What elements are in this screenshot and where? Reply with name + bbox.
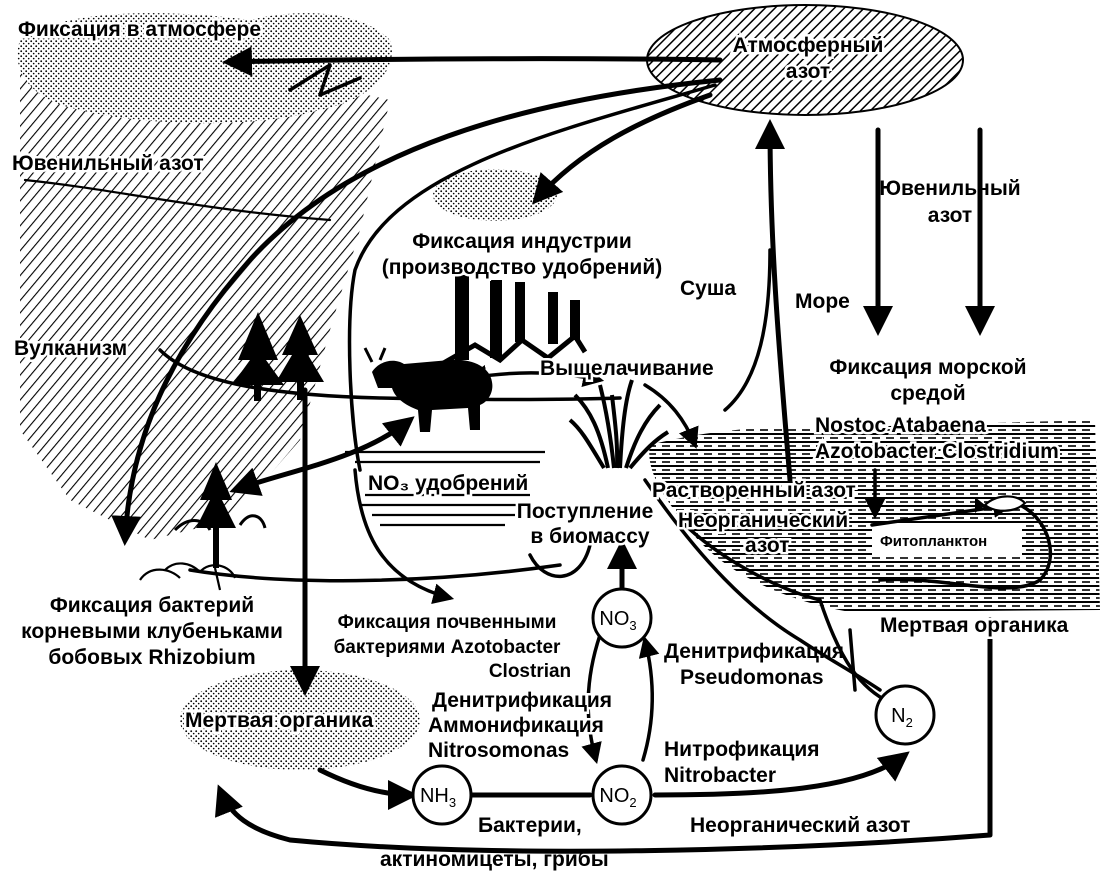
volcano-slope [20, 66, 390, 540]
label-land: Суша [680, 277, 736, 300]
label-dead-organic-land: Мертвая органика [185, 709, 374, 732]
label-industry-fixation-1: Фиксация индустрии [412, 230, 632, 253]
label-ammonification: Аммонификация [428, 714, 604, 737]
no2-node: NO2 [591, 764, 653, 826]
label-soil-bacteria-1: Фиксация почвенными [338, 612, 557, 633]
label-volcanism: Вулканизм [14, 337, 127, 360]
label-no3-fertilizer: NO₃ удобрений [368, 472, 528, 495]
n2-node: N2 [874, 684, 936, 746]
label-sea: Море [795, 290, 850, 313]
nh3-node: NH3 [411, 764, 473, 826]
label-inorganic-nitrogen-bottom: Неорганический азот [690, 814, 910, 837]
no3-node: NO3 [591, 587, 653, 649]
label-soil-bacteria-2: бактериями Azotobacter [334, 637, 561, 658]
label-fixation-atmosphere: Фиксация в атмосфере [18, 18, 261, 41]
label-bacteria-fixation-2: корневыми клубеньками [21, 620, 283, 643]
phytoplankton-box [872, 525, 1022, 557]
label-biomass-intake-2: в биомассу [530, 525, 649, 548]
grass-icon [568, 379, 670, 470]
label-bacteria-fungi-1: Бактерии, [478, 814, 582, 837]
tree-icon [232, 312, 324, 401]
label-juvenile-nitrogen-right-1: Ювенильный [879, 177, 1020, 200]
label-nitrification-2: Nitrobacter [664, 764, 776, 787]
label-phytoplankton: Фитопланктон [880, 533, 987, 550]
svg-text:NO3: NO3 [599, 608, 636, 633]
label-denitrification-right-1: Денитрификация [664, 640, 844, 663]
dead-organic-land-blob [180, 670, 420, 770]
label-marine-fixation-1: Фиксация морской [829, 356, 1026, 379]
roots-icon [139, 562, 237, 591]
label-industry-fixation-2: (производство удобрений) [382, 256, 662, 279]
label-bacteria-fungi-2: актиномицеты, грибы [380, 848, 609, 871]
label-inorganic-nitrogen-sea-2: азот [745, 534, 789, 557]
label-marine-bacteria-1: Nostoc Atabaena [815, 414, 986, 437]
label-nitrosomonas: Nitrosomonas [428, 739, 569, 762]
label-denitrification-right-2: Pseudomonas [680, 666, 824, 689]
label-juvenile-nitrogen-right-2: азот [928, 204, 972, 227]
label-nitrification-1: Нитрофикация [664, 738, 820, 761]
label-biomass-intake-1: Поступление [517, 500, 654, 523]
label-atmospheric-nitrogen-1: Атмосферный [733, 34, 884, 57]
label-dead-organic-sea: Мертвая органика [880, 614, 1069, 637]
label-atmospheric-nitrogen-2: азот [786, 60, 830, 83]
label-leaching: Выщелачивание [540, 357, 714, 380]
label-inorganic-nitrogen-sea-1: Неорганический [678, 509, 848, 532]
factory-icon [438, 275, 588, 368]
label-marine-bacteria-2: Azotobacter Clostridium [815, 440, 1059, 463]
label-dissolved-nitrogen: Растворенный азот [652, 479, 856, 502]
label-juvenile-nitrogen-left: Ювенильный азот [12, 152, 204, 175]
label-marine-fixation-2: средой [890, 382, 965, 405]
svg-text:NO2: NO2 [599, 785, 636, 810]
cow-icon [363, 347, 493, 432]
svg-text:N2: N2 [891, 705, 913, 730]
flow-arrows [23, 46, 1053, 854]
svg-text:NH3: NH3 [420, 785, 456, 810]
label-soil-bacteria-3: Clostrian [489, 661, 571, 682]
fish-icon [975, 495, 1027, 513]
atmosphere-cloud [17, 13, 392, 124]
industry-cloud [433, 169, 557, 221]
label-bacteria-fixation-1: Фиксация бактерий [50, 594, 254, 617]
label-bacteria-fixation-3: бобовых Rhizobium [48, 646, 255, 669]
tree-icon [173, 462, 267, 568]
label-denitrification-left: Денитрификация [432, 689, 612, 712]
